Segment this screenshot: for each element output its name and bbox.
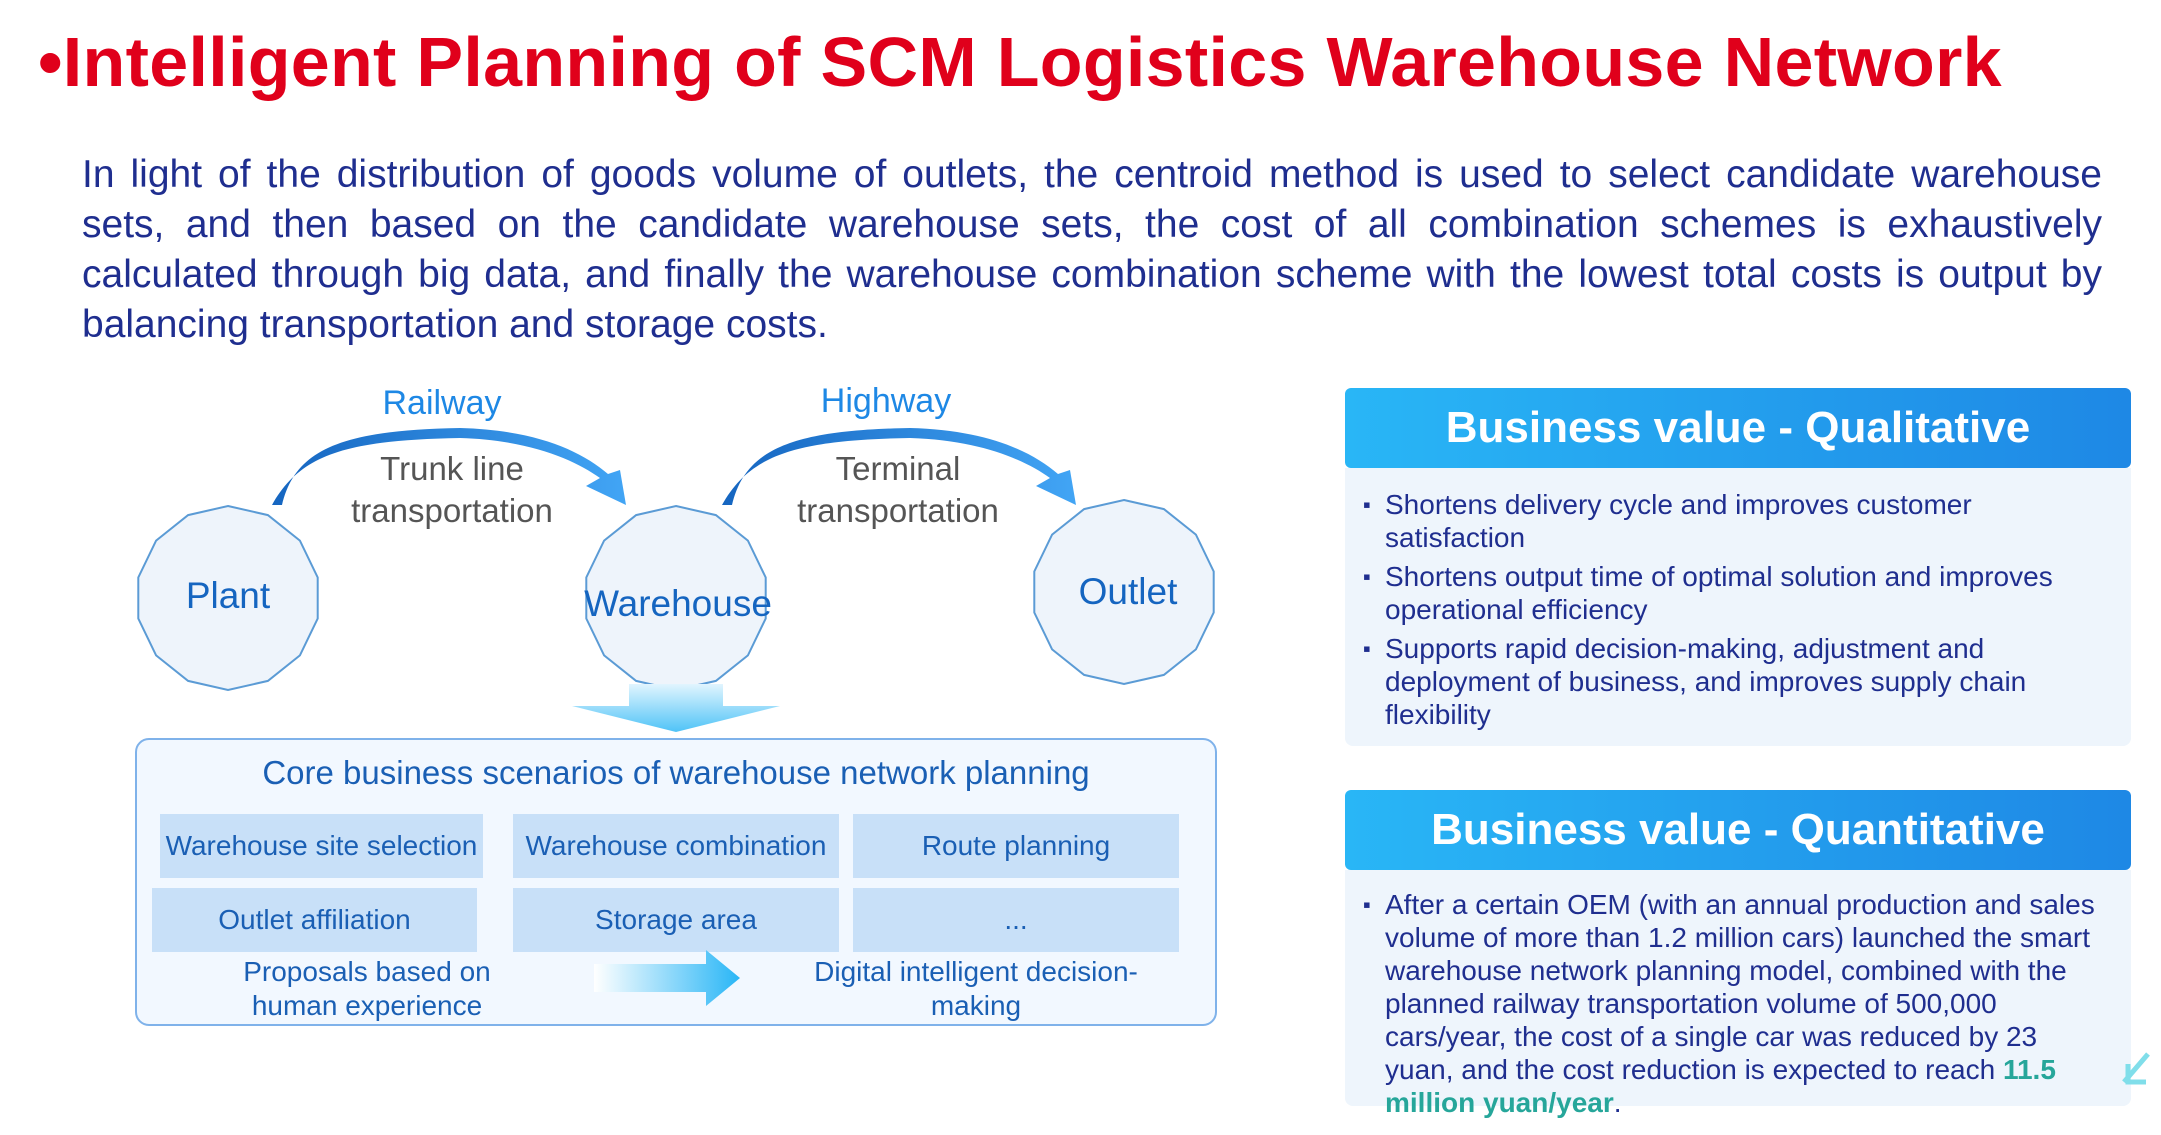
digital-decision-line1: Digital intelligent decision- [814,956,1138,987]
transition-arrow [594,950,740,1006]
intro-paragraph: In light of the distribution of goods vo… [82,153,2102,346]
proposal-human-line1: Proposals based on [243,956,491,987]
qualitative-item: Shortens output time of optimal solution… [1359,560,2107,626]
qualitative-body: Shortens delivery cycle and improves cus… [1345,468,2131,746]
trunk-line-line2: transportation [351,492,553,529]
core-scenarios-title: Core business scenarios of warehouse net… [262,754,1090,791]
terminal-label: Terminal transportation [797,448,999,532]
quantitative-item: After a certain OEM (with an annual prod… [1359,888,2107,1119]
digital-decision-label: Digital intelligent decision- making [800,955,1152,1023]
plant-node [137,504,319,692]
quantitative-end: . [1613,1087,1622,1118]
qualitative-list: Shortens delivery cycle and improves cus… [1359,488,2107,731]
plant-label: Plant [185,575,271,616]
quantitative-body: After a certain OEM (with an annual prod… [1345,870,2131,1118]
railway-label: Railway [382,384,502,422]
qualitative-item: Supports rapid decision-making, adjustme… [1359,632,2107,731]
highway-arrow [722,428,1076,505]
scenario-cell: Warehouse site selection [160,814,483,878]
warehouse-label: Warehouse [584,583,772,624]
quantitative-list: After a certain OEM (with an annual prod… [1359,888,2107,1119]
trunk-line-label: Trunk line transportation [351,448,553,532]
scenario-cell: ... [853,888,1179,952]
page-title: •Intelligent Planning of SCM Logistics W… [38,23,2002,101]
outlet-node [1033,498,1215,686]
corner-arrow-icon [2122,1052,2150,1085]
proposal-human-line2: human experience [251,990,483,1021]
proposal-human-label: Proposals based on human experience [222,955,512,1023]
cost-reduction-highlight: 11.5 million yuan/year [1385,1054,2056,1118]
trunk-line-line1: Trunk line [380,450,524,487]
digital-decision-line2: making [930,990,1022,1021]
quantitative-text: After a certain OEM (with an annual prod… [1385,889,2095,1085]
highway-label: Highway [820,382,952,420]
qualitative-item: Shortens delivery cycle and improves cus… [1359,488,2107,554]
railway-arrow [272,428,626,505]
quantitative-header: Business value - Quantitative [1345,790,2131,870]
terminal-line2: transportation [797,492,999,529]
outlet-label: Outlet [1078,571,1178,612]
scenario-cell: Route planning [853,814,1179,878]
down-arrow [572,684,780,732]
scenario-cell: Warehouse combination [513,814,839,878]
scenario-cell: Outlet affiliation [152,888,477,952]
qualitative-header: Business value - Qualitative [1345,388,2131,468]
scenario-cell: Storage area [513,888,839,952]
terminal-line1: Terminal [835,450,961,487]
